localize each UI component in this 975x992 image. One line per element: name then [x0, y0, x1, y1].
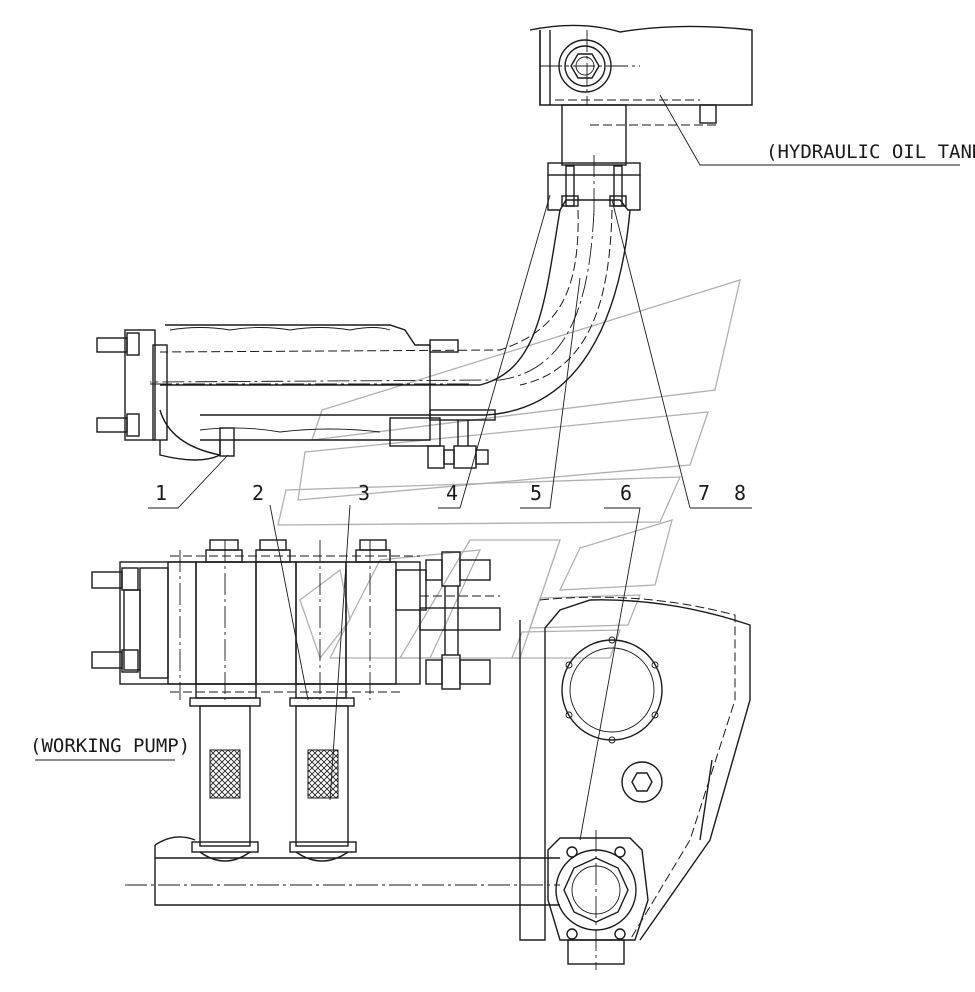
upper-flange-bolts [427, 420, 489, 469]
frame-bracket [519, 596, 751, 941]
pump-mount-bolts [419, 551, 501, 690]
pump-label: (WORKING PUMP) [30, 735, 190, 757]
suction-tubes [189, 683, 357, 862]
callout-2: 2 [252, 481, 264, 505]
tank-drain-plug [558, 39, 612, 93]
upper-pump-body [96, 324, 496, 461]
leader-lines [35, 94, 960, 841]
pump-top-fittings [205, 539, 391, 563]
callout-5: 5 [530, 481, 542, 505]
bottom-pipe [125, 836, 560, 906]
callout-6: 6 [620, 481, 632, 505]
working-pump [91, 540, 427, 700]
hydraulic-oil-tank [529, 24, 753, 166]
tank-label: (HYDRAULIC OIL TANK) [766, 141, 975, 163]
suction-hose [149, 209, 631, 416]
tank-outlet-flange [547, 155, 641, 215]
callout-3: 3 [358, 481, 370, 505]
outlet-flange [547, 830, 649, 970]
callout-1: 1 [155, 481, 167, 505]
callout-8: 8 [734, 481, 746, 505]
callout-4: 4 [446, 481, 458, 505]
callout-7: 7 [698, 481, 710, 505]
